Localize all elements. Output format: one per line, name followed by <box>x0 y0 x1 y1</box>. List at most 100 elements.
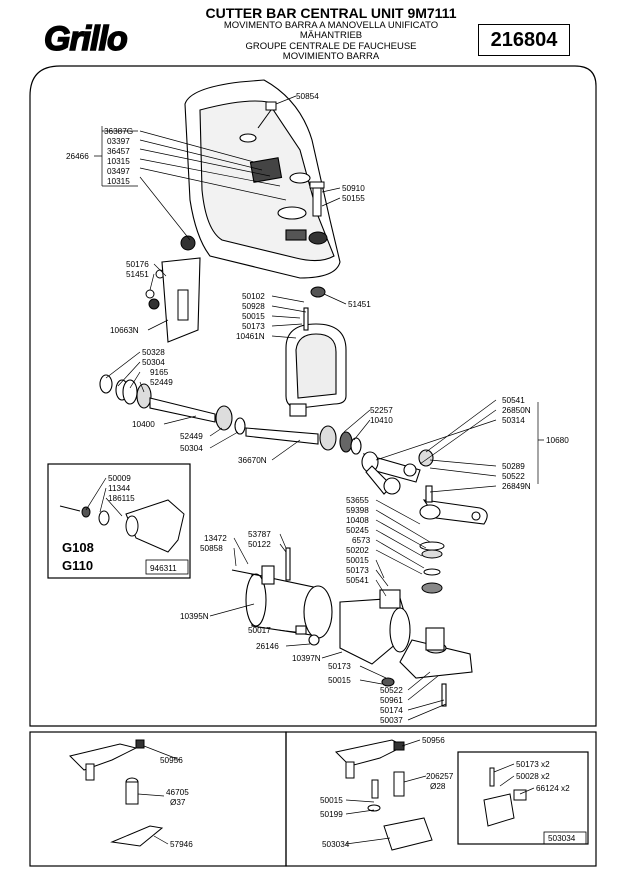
label-36387G: 36387G <box>104 127 133 136</box>
washer-stack <box>419 541 445 594</box>
main-frame <box>29 65 597 727</box>
label-10461N: 10461N <box>236 332 265 341</box>
label-13472: 13472 <box>204 534 227 543</box>
label-50522: 50522 <box>502 472 525 481</box>
label-50015: 50015 <box>346 556 369 565</box>
label-kit-503034: 503034 <box>548 834 576 843</box>
leader-lines <box>85 95 544 845</box>
label-52257: 52257 <box>370 406 393 415</box>
label-50176: 50176 <box>126 260 149 269</box>
label-g110: G110 <box>62 558 93 573</box>
subtitle-fr: GROUPE CENTRALE DE FAUCHEUSE <box>245 40 417 52</box>
label-6573: 6573 <box>352 536 371 545</box>
label-51451: 51451 <box>348 300 371 309</box>
label-50541: 50541 <box>346 576 369 585</box>
label-10680: 10680 <box>546 436 569 445</box>
label-52449: 52449 <box>150 378 173 387</box>
label-26466: 26466 <box>66 152 89 161</box>
label-36457: 36457 <box>107 147 130 156</box>
label-50202: 50202 <box>346 546 369 555</box>
label-50173: 50173 <box>242 322 265 331</box>
grillo-logo: Grillo <box>43 19 129 59</box>
crank-assembly-10680 <box>361 449 434 495</box>
label-03497: 03497 <box>107 167 130 176</box>
label-50173: 50173 <box>346 566 369 575</box>
svg-text:Grillo: Grillo <box>44 20 127 58</box>
label-50174: 50174 <box>380 706 403 715</box>
label-10408: 10408 <box>346 516 369 525</box>
label-50304: 50304 <box>180 444 203 453</box>
panel-left-parts <box>69 739 164 847</box>
label-50015: 50015 <box>242 312 265 321</box>
label-59398: 59398 <box>346 506 369 515</box>
label-50541: 50541 <box>502 396 525 405</box>
label-50328: 50328 <box>142 348 165 357</box>
label-50015: 50015 <box>328 676 351 685</box>
label-50858: 50858 <box>200 544 223 553</box>
shaft-36670N <box>245 425 362 455</box>
label-9165: 9165 <box>150 368 169 377</box>
label-26850N: 26850N <box>502 406 531 415</box>
label-66124x2: 66124 x2 <box>536 784 570 793</box>
label-52449: 52449 <box>180 432 203 441</box>
lever-26849N <box>419 485 488 525</box>
label-50245: 50245 <box>346 526 369 535</box>
label-g108: G108 <box>62 540 94 555</box>
label-26849N: 26849N <box>502 482 531 491</box>
label-10315: 10315 <box>107 177 130 186</box>
panel-right <box>285 731 597 867</box>
bolt-50854 <box>265 101 277 111</box>
label-50956: 50956 <box>422 736 445 745</box>
label-10315: 10315 <box>107 157 130 166</box>
label-503034: 503034 <box>322 840 350 849</box>
g-series-part <box>59 499 185 553</box>
label-50289: 50289 <box>502 462 525 471</box>
label-10410: 10410 <box>370 416 393 425</box>
g-series-inset <box>47 463 191 579</box>
label-50910: 50910 <box>342 184 365 193</box>
label-50122: 50122 <box>248 540 271 549</box>
label-26146: 26146 <box>256 642 279 651</box>
label-50854: 50854 <box>296 92 319 101</box>
label-50173: 50173 <box>328 662 351 671</box>
label-206257: 206257 <box>426 772 454 781</box>
label-50956: 50956 <box>160 756 183 765</box>
label-50015: 50015 <box>320 796 343 805</box>
panel-left <box>29 731 287 867</box>
label-51451: 51451 <box>126 270 149 279</box>
label-kit-946311: 946311 <box>150 564 177 573</box>
label-46705: 46705 <box>166 788 189 797</box>
label-50037: 50037 <box>380 716 403 725</box>
panel-right-parts <box>334 739 527 851</box>
subtitle-it: MOVIMENTO BARRA A MANOVELLA UNIFICATO <box>223 20 439 32</box>
label-10395N: 10395N <box>180 612 209 621</box>
label-53655: 53655 <box>346 496 369 505</box>
kit-inset <box>457 751 589 845</box>
title-block: CUTTER BAR CENTRAL UNIT 9M7111 MOVIMENTO… <box>196 5 466 62</box>
label-50009: 50009 <box>108 474 131 483</box>
label-03397: 03397 <box>107 137 130 146</box>
label-50928: 50928 <box>242 302 265 311</box>
part-labels: 50854 36387G 03397 36457 10315 03497 103… <box>62 92 576 849</box>
label-186115: 186115 <box>108 494 135 503</box>
label-50028x2: 50028 x2 <box>516 772 550 781</box>
label-50304: 50304 <box>142 358 165 367</box>
subtitle-es: MOVIMIENTO BARRA <box>282 50 380 62</box>
label-50173x2: 50173 x2 <box>516 760 550 769</box>
shaft-10400 <box>99 374 246 435</box>
label-50155: 50155 <box>342 194 365 203</box>
strap-10461N <box>285 307 347 417</box>
label-d37: Ø37 <box>170 798 186 807</box>
label-53787: 53787 <box>248 530 271 539</box>
label-57946: 57946 <box>170 840 193 849</box>
label-50017: 50017 <box>248 626 271 635</box>
label-10400: 10400 <box>132 420 155 429</box>
label-10663N: 10663N <box>110 326 139 335</box>
label-36670N: 36670N <box>238 456 267 465</box>
motor-10395N <box>231 547 333 639</box>
label-50522: 50522 <box>380 686 403 695</box>
housing-cover <box>184 79 341 279</box>
subtitle-de: MÄHANTRIEB <box>299 30 363 42</box>
label-d28: Ø28 <box>430 782 446 791</box>
label-50314: 50314 <box>502 416 525 425</box>
